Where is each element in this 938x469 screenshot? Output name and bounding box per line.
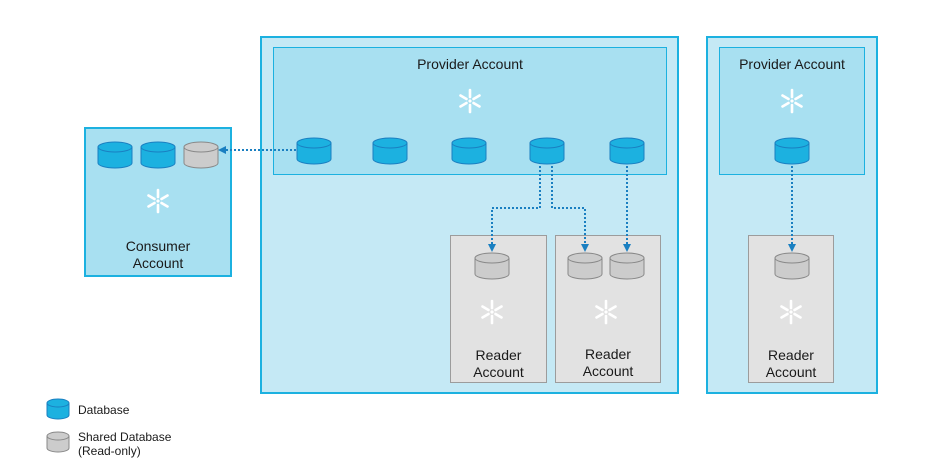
legend-shared-database-label: Shared Database (Read-only) <box>78 430 171 458</box>
shared-database-icon <box>609 252 645 280</box>
database-icon <box>97 141 133 169</box>
snowflake-icon <box>780 299 802 325</box>
database-icon <box>140 141 176 169</box>
reader-account-label-1-line1: Reader <box>475 347 522 363</box>
database-icon <box>372 137 408 165</box>
share-connector-reader-1 <box>488 162 541 252</box>
reader-account-label-3: Reader Account <box>748 347 834 381</box>
reader-account-label-3-line1: Reader <box>768 347 814 363</box>
database-icon <box>529 137 565 165</box>
legend-shared-database-icon <box>46 431 70 453</box>
share-connector-reader-2a <box>551 162 589 252</box>
legend-shared-line2: (Read-only) <box>78 444 141 458</box>
reader-account-label-2-line2: Account <box>582 363 634 379</box>
shared-database-icon <box>183 141 219 169</box>
database-icon <box>774 137 810 165</box>
database-icon <box>296 137 332 165</box>
shared-database-icon <box>774 252 810 280</box>
snowflake-icon <box>481 299 503 325</box>
database-icon <box>451 137 487 165</box>
reader-account-label-2-line1: Reader <box>585 346 631 362</box>
reader-account-label-1: Reader Account <box>450 347 547 381</box>
legend-shared-line1: Shared Database <box>78 430 172 444</box>
snowflake-icon <box>147 188 169 214</box>
consumer-account-label-line1: Consumer <box>125 238 191 254</box>
provider-account-label-1: Provider Account <box>417 56 523 72</box>
snowflake-icon <box>595 299 617 325</box>
consumer-account-label-line2: Account <box>132 255 184 271</box>
provider-account-label-2: Provider Account <box>739 56 845 72</box>
reader-account-label-2: Reader Account <box>555 346 661 380</box>
legend-database-icon <box>46 398 70 420</box>
database-icon <box>609 137 645 165</box>
snowflake-icon <box>781 88 803 114</box>
legend-database-label: Database <box>78 403 130 417</box>
snowflake-icon <box>459 88 481 114</box>
shared-database-icon <box>474 252 510 280</box>
shared-database-icon <box>567 252 603 280</box>
reader-account-label-3-line2: Account <box>765 364 817 380</box>
consumer-account-label: Consumer Account <box>84 238 232 272</box>
reader-account-label-1-line2: Account <box>473 364 524 380</box>
